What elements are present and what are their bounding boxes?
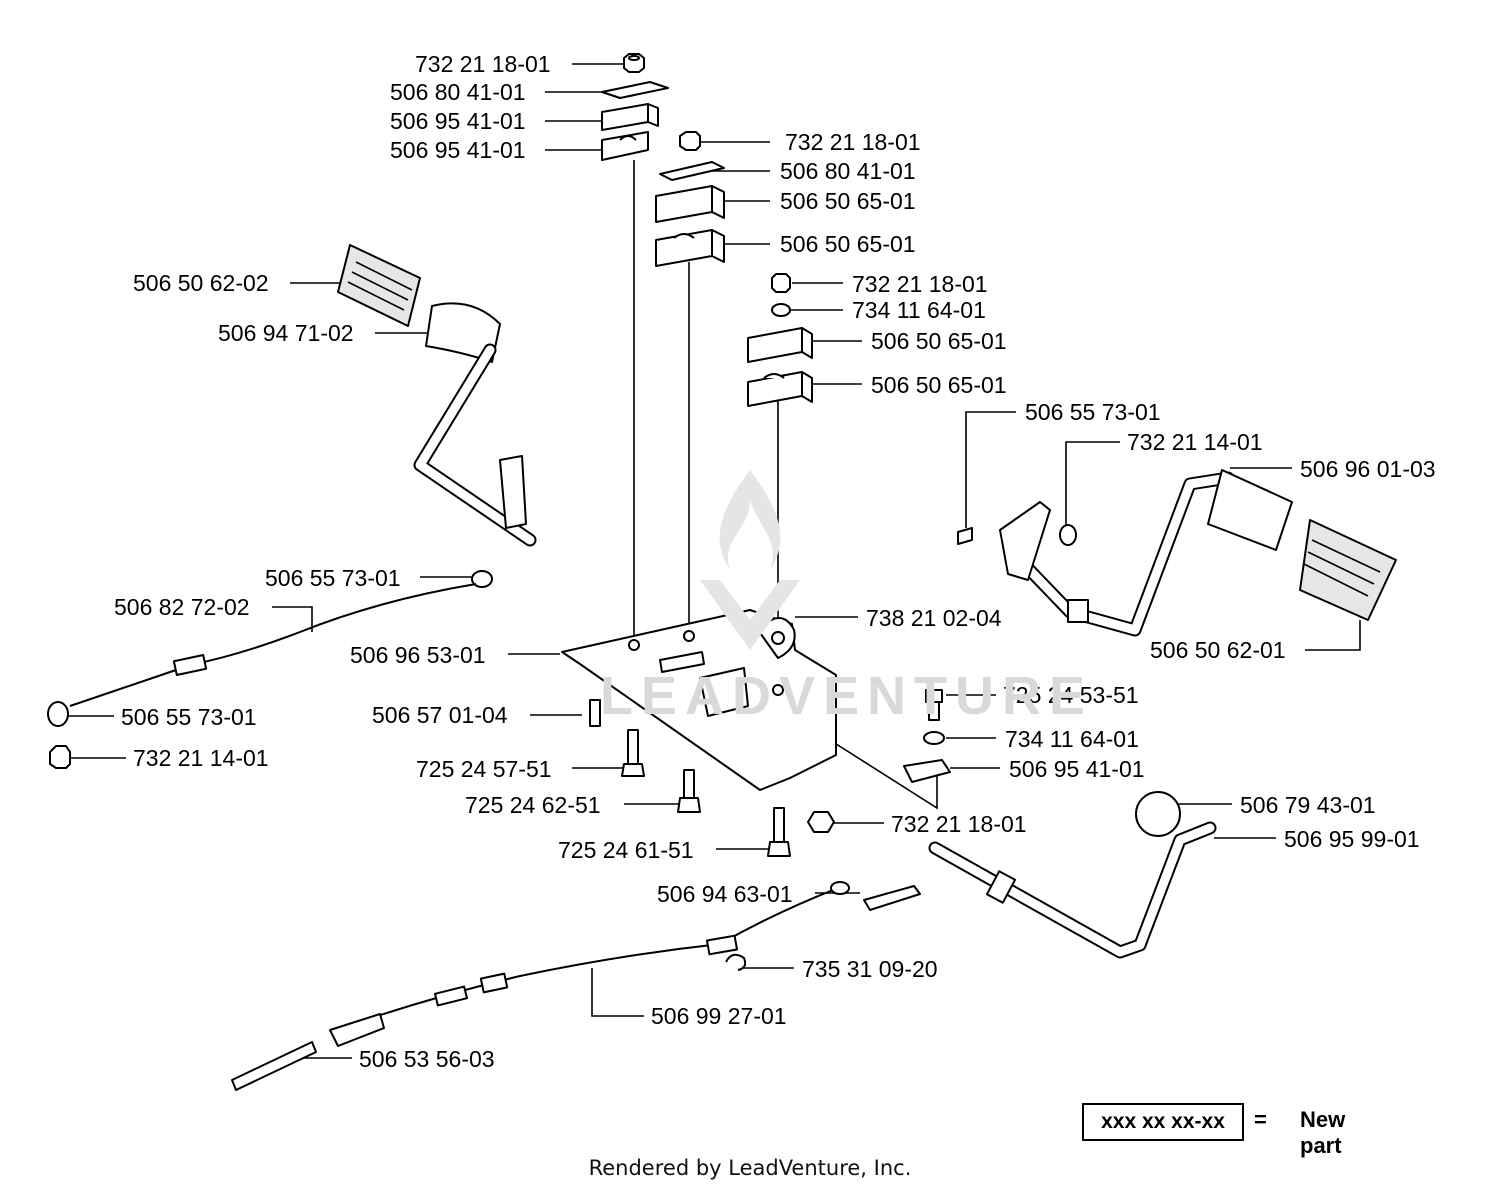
part-number-cable-end-bottom: 506 55 73-01 <box>121 704 257 730</box>
part-number-block-mid-a: 506 50 65-01 <box>780 188 916 214</box>
part-number-spring-bottom: 506 53 56-03 <box>359 1046 495 1072</box>
part-number-bolt-c: 725 24 61-51 <box>558 837 694 863</box>
left-pedal <box>337 244 537 547</box>
leadventure-watermark-logo <box>700 470 800 650</box>
part-number-knob: 506 79 43-01 <box>1240 792 1376 818</box>
part-number-nut-bracket: 732 21 14-01 <box>1127 429 1263 455</box>
part-number-block-right-b: 506 50 65-01 <box>871 372 1007 398</box>
part-number-spring-top: 506 94 63-01 <box>657 881 793 907</box>
right-stack <box>747 273 813 407</box>
right-pedal <box>957 469 1397 637</box>
mid-stack <box>655 131 725 267</box>
part-number-bolt-b: 725 24 62-51 <box>465 792 601 818</box>
part-number-block-top-a: 506 95 41-01 <box>390 108 526 134</box>
part-number-pedal-pad-right: 506 50 62-01 <box>1150 637 1286 663</box>
part-number-pedal-arm-left: 506 94 71-02 <box>218 320 354 346</box>
part-number-washer-lower: 734 11 64-01 <box>1005 726 1139 752</box>
part-number-nut-lower: 732 21 18-01 <box>891 811 1027 837</box>
footer-credit: Rendered by LeadVenture, Inc. <box>588 1156 912 1180</box>
part-number-nut-cable: 732 21 14-01 <box>133 745 269 771</box>
part-number-pedal-pad-left: 506 50 62-02 <box>133 270 269 296</box>
part-number-nut-top: 732 21 18-01 <box>415 51 551 77</box>
part-number-plate-top: 506 80 41-01 <box>390 79 526 105</box>
lower-cable <box>231 881 921 1091</box>
part-number-washer-right: 734 11 64-01 <box>852 297 986 323</box>
part-number-cable-lower: 506 99 27-01 <box>651 1003 787 1029</box>
part-number-block-top-b: 506 95 41-01 <box>390 137 526 163</box>
part-number-block-lower: 506 95 41-01 <box>1009 756 1145 782</box>
leadventure-watermark-text: LEADVENTURE <box>600 666 1094 726</box>
left-cable <box>47 570 493 769</box>
part-number-plate-mid: 506 80 41-01 <box>780 158 916 184</box>
part-number-cable-left: 506 82 72-02 <box>114 594 250 620</box>
hardware <box>589 689 951 857</box>
part-number-pin-bracket: 738 21 02-04 <box>866 605 1002 631</box>
legend-new-part-label: New part <box>1300 1107 1346 1158</box>
part-number-pedal-arm-right: 506 96 01-03 <box>1300 456 1436 482</box>
legend-part-format-box: xxx xx xx-xx <box>1082 1103 1244 1141</box>
part-number-bolt-right: 725 24 53-51 <box>1003 682 1139 708</box>
base-plate-shape <box>561 609 837 791</box>
part-number-cable-end-top: 506 55 73-01 <box>265 565 401 591</box>
lever-shape <box>928 791 1217 959</box>
part-number-block-mid-b: 506 50 65-01 <box>780 231 916 257</box>
part-number-bolt-small: 506 57 01-04 <box>372 702 508 728</box>
legend-equals: = <box>1254 1107 1267 1132</box>
part-number-clip: 735 31 09-20 <box>802 956 938 982</box>
part-number-bolt-a: 725 24 57-51 <box>416 756 552 782</box>
part-number-nut-mid: 732 21 18-01 <box>785 129 921 155</box>
part-number-nut-right: 732 21 18-01 <box>852 271 988 297</box>
part-number-bolt-bracket: 506 55 73-01 <box>1025 399 1161 425</box>
part-number-lever: 506 95 99-01 <box>1284 826 1420 852</box>
part-number-base-plate: 506 96 53-01 <box>350 642 486 668</box>
top-left-stack <box>601 53 669 161</box>
part-number-block-right-a: 506 50 65-01 <box>871 328 1007 354</box>
